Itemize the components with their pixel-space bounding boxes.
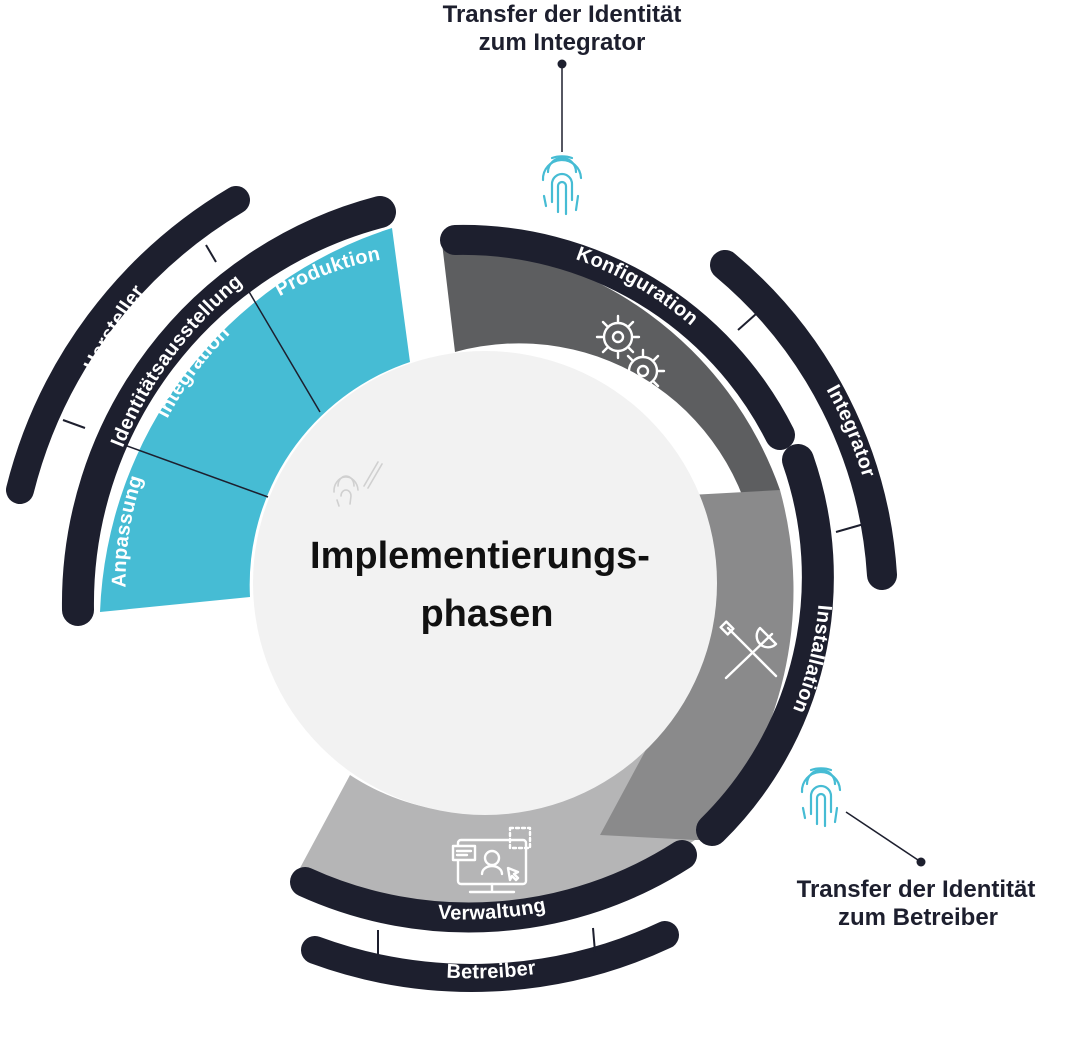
monitor-user-icon — [451, 826, 532, 894]
callout-bottom-connector — [845, 811, 926, 867]
identity-segment — [100, 228, 410, 612]
operator-band — [301, 921, 679, 992]
callout-top-connector — [557, 59, 567, 152]
gears-icon — [595, 314, 666, 394]
separator-integration-adaptation — [115, 441, 269, 498]
center-title-line2: phasen — [420, 593, 553, 635]
configuration-band — [440, 224, 795, 450]
connector-tick — [592, 927, 596, 953]
connector-tick — [737, 313, 757, 331]
identity-issuance-band — [61, 196, 396, 626]
connector-tick — [62, 419, 86, 429]
operator-label: Betreiber — [446, 957, 537, 983]
connector-tick — [835, 523, 865, 533]
connector-tick — [205, 244, 217, 263]
callout-top-line2: zum Integrator — [479, 29, 646, 56]
administration-segment — [300, 640, 705, 909]
center-circle — [253, 351, 717, 815]
installation-segment — [583, 490, 794, 840]
fingerprint-icon — [541, 155, 583, 216]
callout-top-line1: Transfer der Identität — [443, 1, 682, 28]
integrator-band — [710, 250, 897, 590]
callout-bottom-line2: zum Betreiber — [838, 904, 998, 931]
fingerprint-icon — [800, 767, 842, 828]
fingerprint-pen-icon — [333, 461, 383, 507]
tools-icon — [719, 620, 778, 680]
administration-band — [290, 840, 697, 933]
installation-band — [696, 444, 834, 846]
configuration-segment — [442, 243, 780, 562]
callout-bottom-line1: Transfer der Identität — [797, 876, 1036, 903]
center-title-line1: Implementierungs- — [310, 535, 650, 577]
manufacturer-band — [6, 186, 250, 504]
